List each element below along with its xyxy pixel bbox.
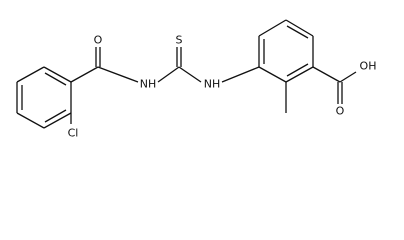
c-oh-bond (339, 71, 357, 83)
sulfur-label: S (176, 34, 183, 47)
oxygen-label: O (94, 34, 103, 47)
bond (43, 112, 72, 129)
chemical-structure-diagram: O NH S NH OH O Cl (16, 19, 377, 140)
bond (157, 66, 180, 83)
bond (97, 66, 139, 83)
benzoic-acid-ring (258, 19, 314, 83)
aromatic-bond (286, 63, 309, 77)
bond (70, 66, 99, 83)
bond (285, 19, 314, 37)
nh-label: NH (140, 78, 157, 91)
bond (16, 112, 45, 129)
carboxylic-acid-group (312, 66, 357, 104)
bond (312, 66, 341, 83)
aromatic-bond (286, 25, 309, 39)
bond (16, 66, 45, 83)
bond (258, 66, 287, 83)
chlorophenyl-ring (16, 66, 72, 129)
oxygen-label: O (336, 105, 345, 118)
chlorine-label: Cl (68, 127, 79, 140)
aromatic-bond (44, 72, 67, 86)
bond (221, 66, 260, 83)
bond (178, 66, 202, 83)
bond (43, 66, 72, 83)
nh-label: NH (204, 78, 221, 91)
hydroxyl-label: OH (360, 60, 377, 73)
bond (258, 19, 287, 37)
linker-chain (70, 47, 260, 83)
bond (285, 66, 314, 83)
aromatic-bond (44, 109, 67, 123)
